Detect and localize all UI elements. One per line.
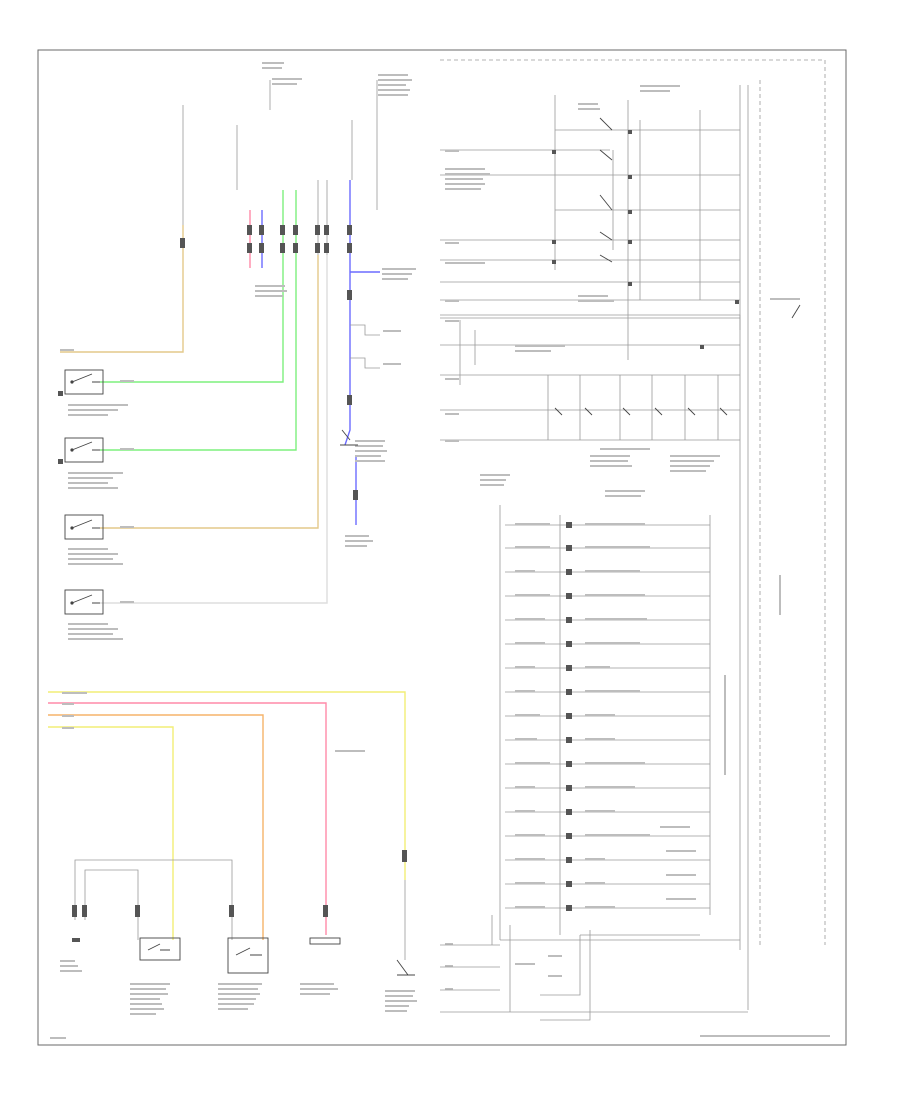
connector-pin [324,225,329,235]
connector-pin [280,225,285,235]
door-switch-1 [58,369,104,396]
wire-yellow-top [48,691,406,880]
connector-pin [247,225,252,235]
bottom-right-lines [440,915,748,1021]
component-box-1 [139,937,181,961]
right-connector-dots [552,130,739,349]
component-switch-4 [396,959,415,976]
door-switch-2 [58,437,104,464]
connector-pin [72,905,77,917]
wire-green-1 [100,255,284,383]
right-switches [554,117,801,416]
connector-pin [293,225,298,235]
connector-pin [347,225,352,235]
door-switch-3 [64,514,104,540]
connector-pin [315,243,320,253]
door-switches [58,62,416,640]
row-lines-top [440,129,740,441]
connector-pin [353,490,358,500]
wire-tap-1 [350,324,380,336]
connector-pin [347,290,352,300]
connector-pin [229,905,234,917]
bottom-label-blocks [60,692,417,1015]
connector-pin [347,243,352,253]
wire-pink [48,702,327,935]
wire-tan-1 [60,225,184,353]
wire-group-top-left [60,80,380,604]
wire-green-2 [100,255,297,451]
module-boundary [440,59,826,945]
wire-orange [48,714,264,940]
connector-pin [180,238,185,248]
connector-pin [280,243,285,253]
component-box-2 [227,937,269,974]
wire-white-1 [100,255,328,604]
wire-tap-2 [350,357,380,369]
component-box-3 [309,937,341,945]
wire-blue-long [344,180,351,446]
connector-pin [259,225,264,235]
connector-pin [347,395,352,405]
right-white-wire [440,314,741,330]
wire-group-bottom-left [48,691,417,1015]
connector-pin [324,243,329,253]
connector-pin [82,905,87,917]
connector-pin [293,243,298,253]
blue-wire-switch [340,429,358,446]
right-section [50,59,830,1039]
connector-pin [323,905,328,917]
connector-pin [315,225,320,235]
wire-tan-2 [100,255,319,529]
connector-pin [259,243,264,253]
vertical-label-blocks [50,575,830,1039]
module-pin-rows [445,85,800,990]
connector-pin [247,243,252,253]
connector-pin [402,850,407,862]
row-verticals-top [459,95,719,440]
module-frame [499,505,740,941]
vertical-module-labels [724,580,781,770]
wire-yellow-2 [48,726,174,940]
connector-pin [135,905,140,917]
door-switch-4 [64,589,104,615]
diagram-border [37,49,847,1046]
switch-label-blocks [60,62,416,640]
wire-loop [74,859,233,940]
connector-markers-top [180,225,358,500]
